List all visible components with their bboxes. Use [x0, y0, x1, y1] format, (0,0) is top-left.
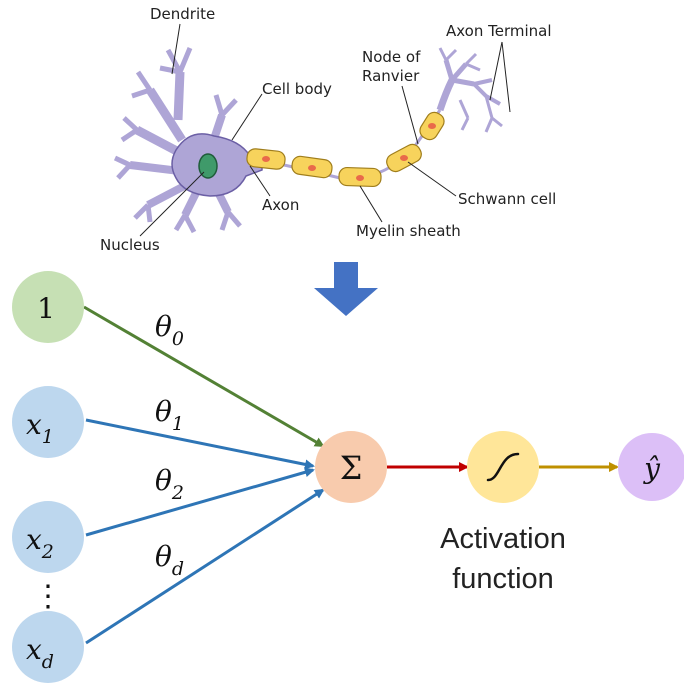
label-cell-body: Cell body	[262, 80, 332, 98]
sum-symbol: Σ	[340, 449, 363, 487]
label-myelin-sheath: Myelin sheath	[356, 222, 461, 240]
weight-theta0: θ0	[155, 310, 184, 350]
neuron-illustration: Dendrite Cell body Nucleus Axon Myelin s…	[100, 5, 556, 254]
sum-node	[315, 431, 387, 503]
edge-xd-to-sum	[85, 488, 325, 645]
input-ellipsis: ⋮	[33, 579, 63, 614]
myelin-sheath-segments	[246, 111, 445, 188]
input-node-xd-label: xd	[26, 633, 54, 673]
activation-caption-line1: Activation	[440, 523, 566, 555]
bias-node	[12, 271, 84, 343]
label-node-of-ranvier-line2: Ranvier	[362, 67, 420, 85]
dendrites	[113, 47, 242, 234]
sigmoid-curve-icon	[486, 452, 520, 482]
edge-x1-to-sum	[85, 418, 315, 470]
activation-node	[467, 431, 539, 503]
input-node-xd	[12, 611, 84, 683]
label-schwann-cell: Schwann cell	[458, 190, 556, 208]
weight-theta1: θ1	[155, 395, 184, 435]
axon-terminal-branches	[436, 47, 503, 133]
input-node-x1-label: x1	[26, 408, 54, 448]
down-arrow-icon	[314, 262, 378, 316]
label-axon-terminal: Axon Terminal	[446, 22, 552, 40]
activation-caption-line2: function	[452, 563, 554, 595]
input-node-x2-label: x2	[26, 523, 54, 563]
label-axon: Axon	[262, 196, 299, 214]
neuron-label-leaders	[139, 23, 511, 237]
perceptron-diagram: 1 x1 x2 ⋮ xd θ0 θ1 θ2 θd Σ Activation fu…	[12, 271, 684, 683]
weight-theta2: θ2	[155, 464, 184, 504]
weight-thetad: θd	[155, 540, 184, 580]
label-dendrite: Dendrite	[150, 5, 215, 23]
edge-bias-to-sum	[83, 305, 325, 448]
edge-x2-to-sum	[85, 467, 315, 537]
label-nucleus: Nucleus	[100, 236, 160, 254]
input-node-x1	[12, 386, 84, 458]
label-node-of-ranvier-line1: Node of	[362, 48, 421, 66]
input-node-x2	[12, 501, 84, 573]
output-label: ŷ	[642, 452, 661, 485]
bias-node-label: 1	[37, 292, 55, 325]
output-node	[618, 433, 684, 501]
